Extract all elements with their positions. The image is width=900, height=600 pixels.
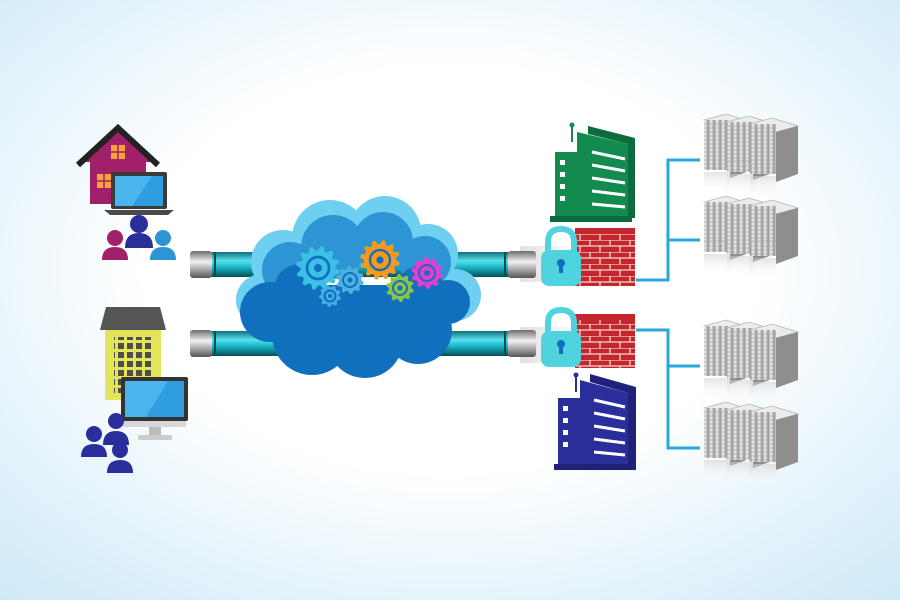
office-user-site	[81, 307, 188, 473]
server-rack-icon	[702, 401, 800, 486]
brick-wall-icon	[575, 318, 635, 368]
connector-lines	[636, 158, 700, 450]
padlock-icon	[541, 225, 581, 286]
home-user-site	[75, 123, 176, 260]
firewall-bottom	[541, 306, 635, 368]
gears-group	[296, 240, 443, 307]
server-rack-icon	[702, 319, 800, 404]
headquarters-building-icon	[550, 122, 635, 222]
desktop-monitor-icon	[121, 377, 188, 440]
firewall-top	[541, 225, 635, 286]
server-rack-icon	[702, 195, 800, 280]
gear-icon	[296, 246, 340, 290]
server-racks	[702, 113, 800, 486]
gear-icon	[411, 257, 443, 289]
gear-icon	[319, 285, 341, 307]
laptop-icon	[104, 172, 174, 215]
people-group-icon	[102, 215, 176, 260]
people-group-icon	[81, 413, 133, 473]
gear-icon	[336, 266, 364, 294]
brick-wall-icon	[575, 232, 635, 286]
server-rack-icon	[702, 113, 800, 198]
gear-icon	[386, 274, 414, 302]
house-icon	[75, 123, 161, 204]
padlock-icon	[541, 306, 581, 367]
gear-icon	[360, 240, 400, 280]
branch-building-icon	[554, 372, 636, 470]
